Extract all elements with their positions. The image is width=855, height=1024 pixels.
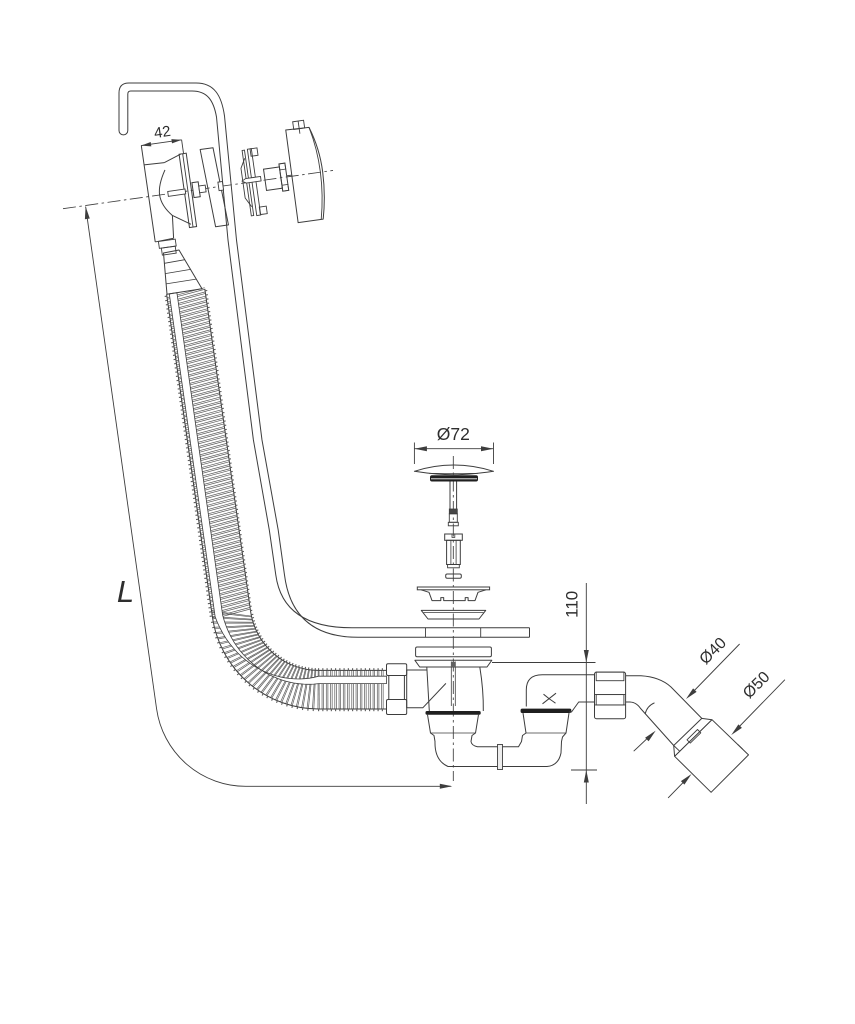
svg-text:L: L: [117, 574, 134, 609]
svg-text:Ø72: Ø72: [437, 424, 470, 444]
svg-text:42: 42: [153, 123, 172, 142]
svg-text:110: 110: [563, 591, 582, 618]
